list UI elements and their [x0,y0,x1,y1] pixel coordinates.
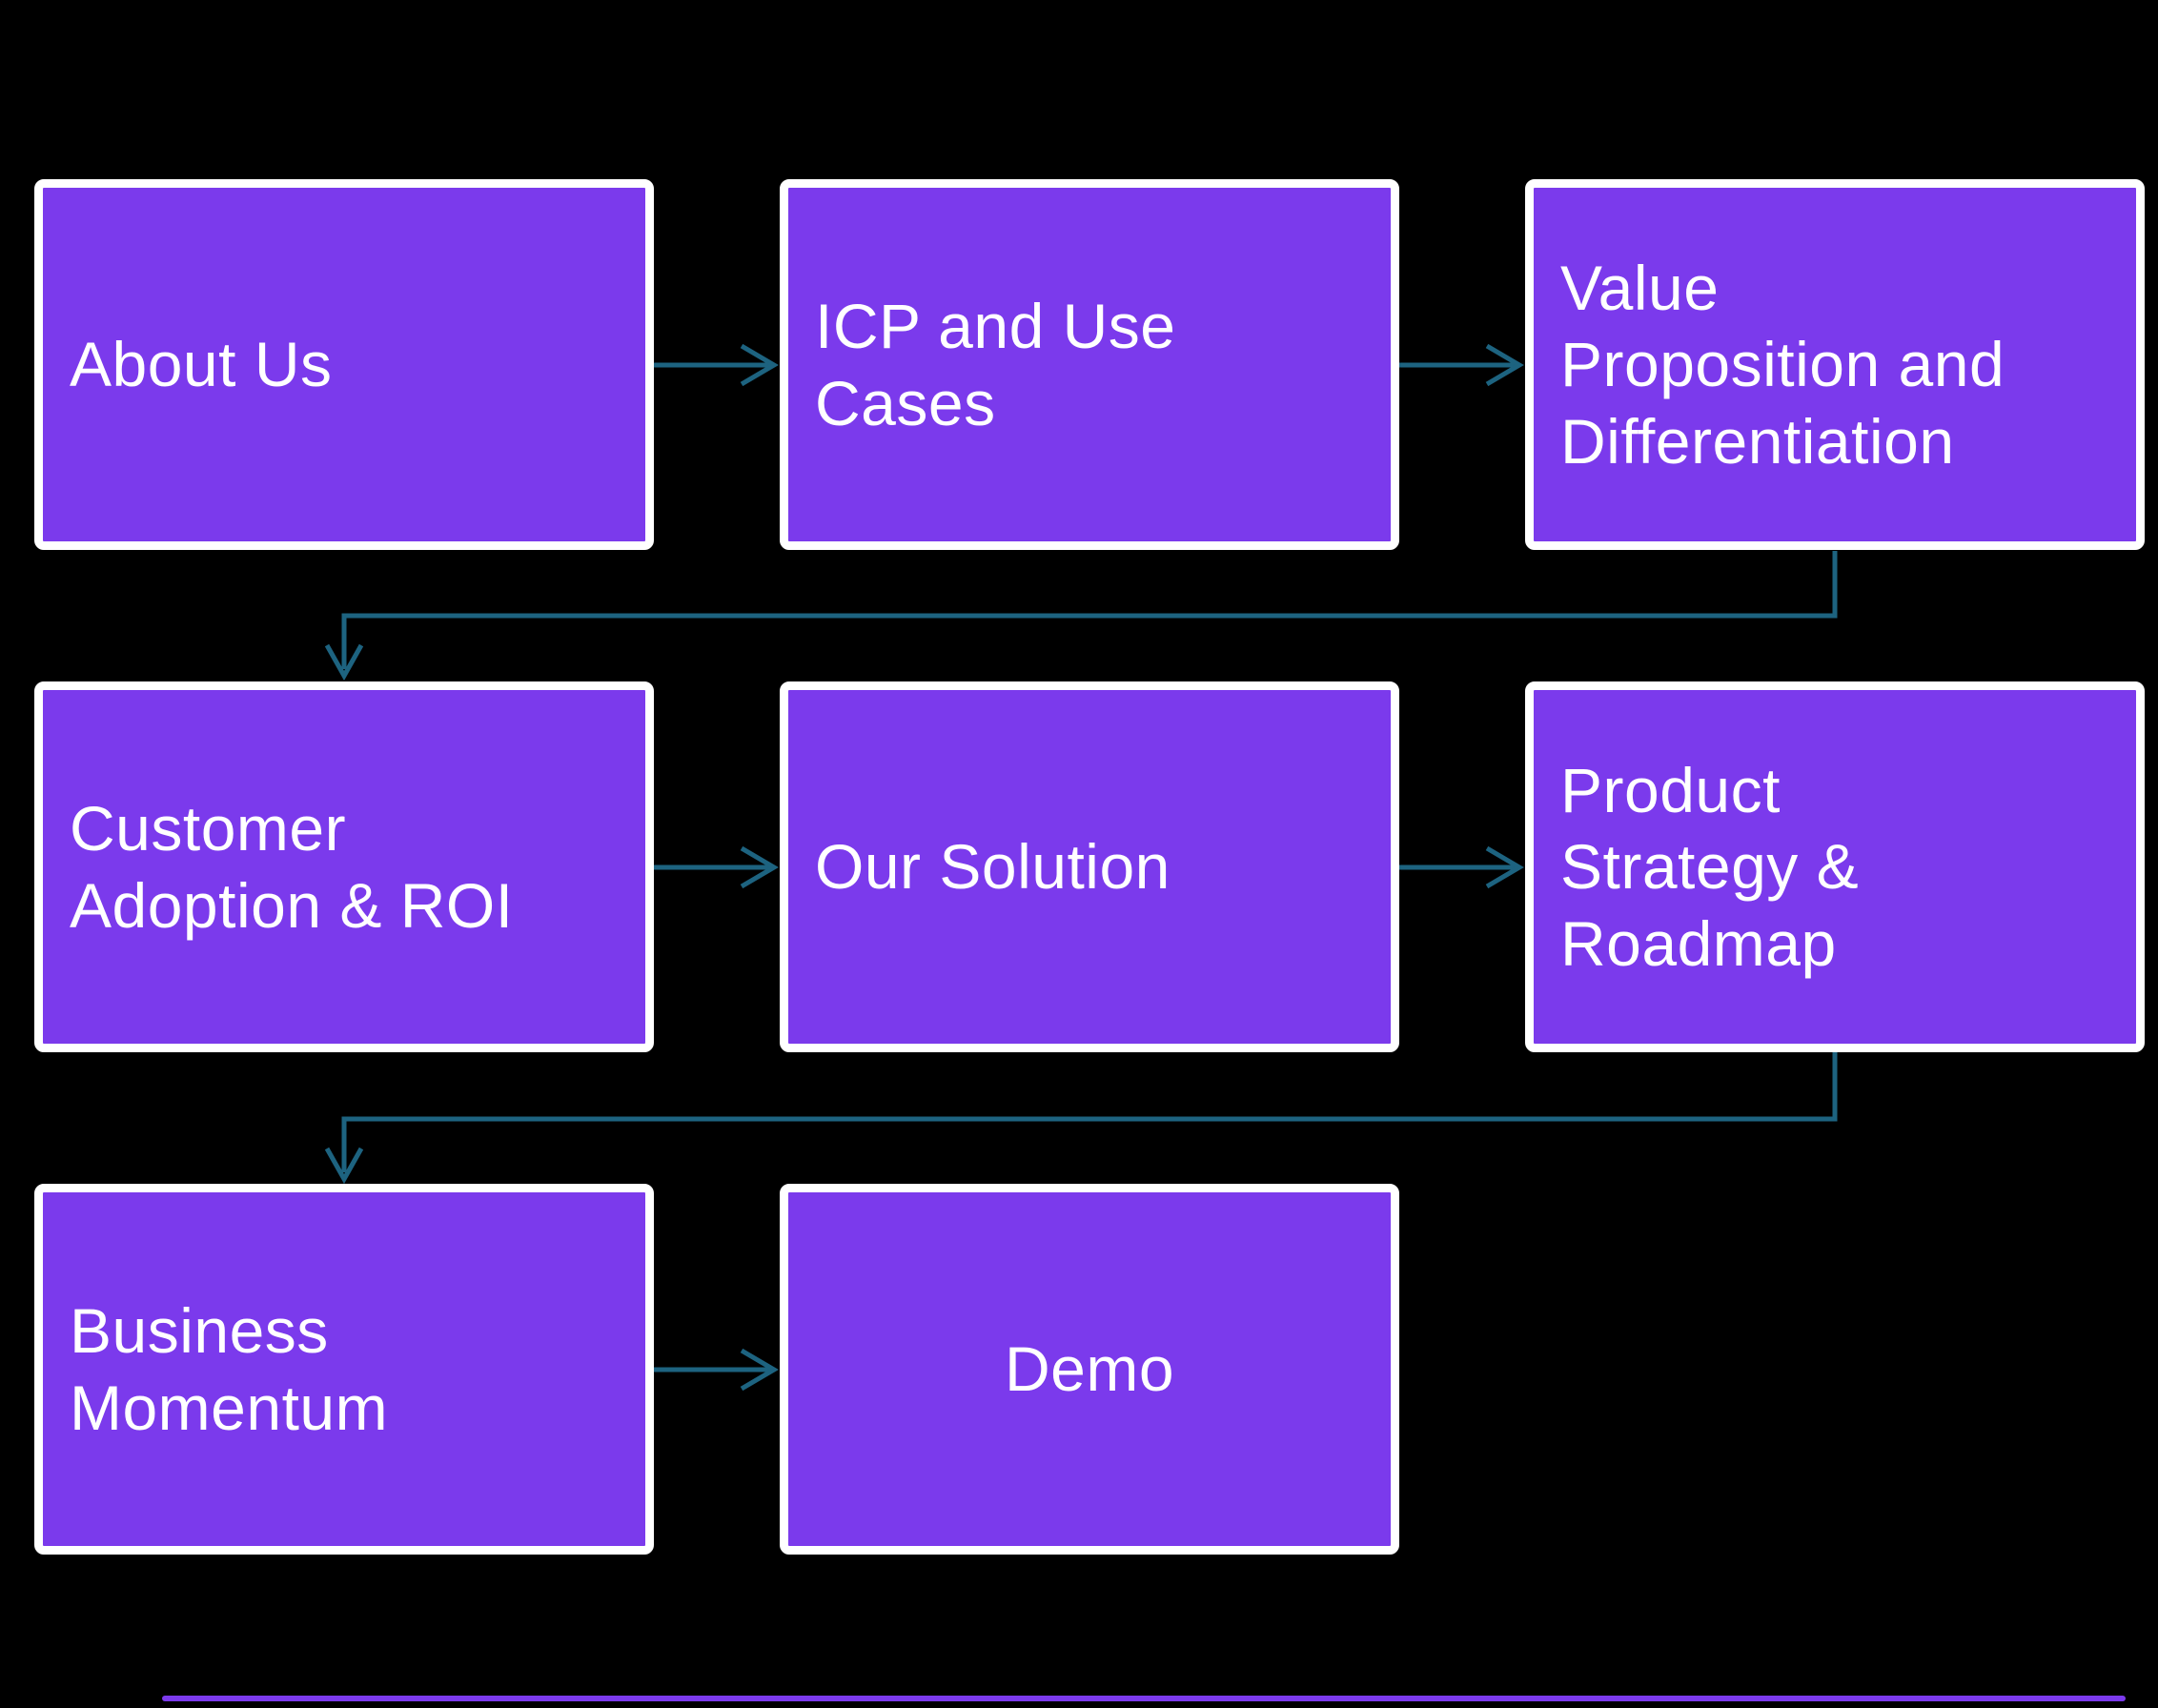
footer-accent-bar [162,1696,2126,1701]
node-value-proposition: Value Proposition and Differentiation [1525,179,2145,550]
node-customer-adoption-label: Customer Adoption & ROI [70,792,514,941]
node-about-us: About Us [34,179,654,550]
node-value-proposition-label: Value Proposition and Differentiation [1560,252,2005,477]
arrow-value-proposition-to-customer-adoption [324,551,1838,681]
node-product-strategy-label: Product Strategy & Roadmap [1560,754,1860,979]
node-our-solution-label: Our Solution [815,831,1171,903]
node-icp-use-cases: ICP and Use Cases [780,179,1399,550]
node-icp-use-cases-label: ICP and Use Cases [815,290,1176,438]
node-product-strategy: Product Strategy & Roadmap [1525,681,2145,1052]
node-business-momentum-label: Business Momentum [70,1294,389,1443]
arrow-customer-adoption-to-our-solution [654,845,779,889]
node-customer-adoption: Customer Adoption & ROI [34,681,654,1052]
arrow-icp-to-value-proposition [1399,343,1524,387]
node-business-momentum: Business Momentum [34,1184,654,1555]
arrow-our-solution-to-product-strategy [1399,845,1524,889]
arrow-about-us-to-icp [654,343,779,387]
node-demo: Demo [780,1184,1399,1555]
arrow-business-momentum-to-demo [654,1348,779,1392]
arrow-product-strategy-to-business-momentum [324,1052,1838,1185]
node-about-us-label: About Us [70,329,333,400]
node-demo-label: Demo [1004,1333,1175,1405]
node-our-solution: Our Solution [780,681,1399,1052]
